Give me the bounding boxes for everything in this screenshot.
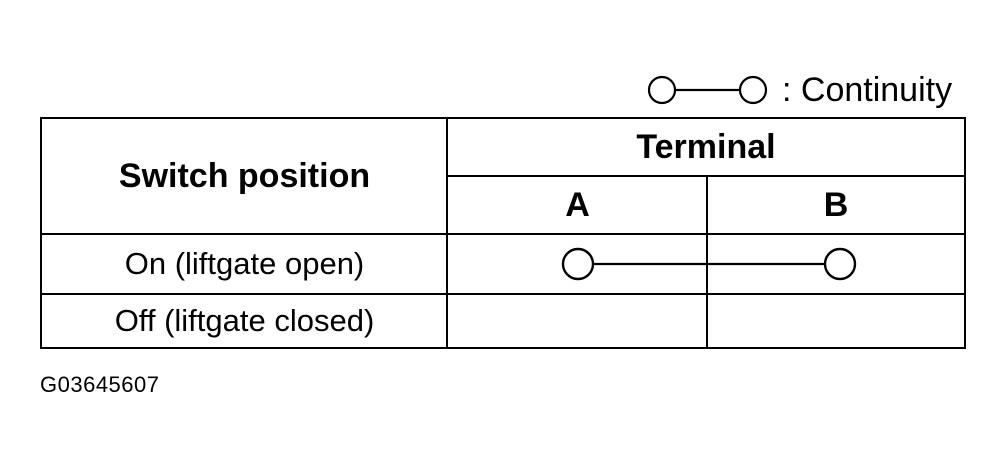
continuity-marks: [561, 247, 857, 281]
header-terminal: Terminal: [636, 128, 776, 166]
header-switch-position: Switch position: [118, 157, 371, 195]
continuity-table: Switch position Terminal A B On (liftgat…: [40, 117, 966, 349]
continuity-terminal-a-circle: [561, 247, 595, 281]
legend-label: : Continuity: [782, 71, 953, 109]
continuity-symbol-icon: [647, 75, 768, 105]
terminal-a-label: A: [565, 185, 590, 224]
continuity-terminal-b-circle: [823, 247, 857, 281]
divider-terminal-column: [706, 175, 708, 347]
divider-row: [42, 293, 964, 295]
row-off-label: Off (liftgate closed): [114, 303, 375, 338]
row-on-label: On (liftgate open): [124, 246, 365, 281]
figure-code: G03645607: [40, 372, 160, 397]
divider-position-column: [446, 119, 448, 347]
divider-header-body: [42, 233, 964, 235]
terminal-b-label: B: [823, 185, 849, 224]
continuity-legend: : Continuity: [640, 68, 980, 114]
